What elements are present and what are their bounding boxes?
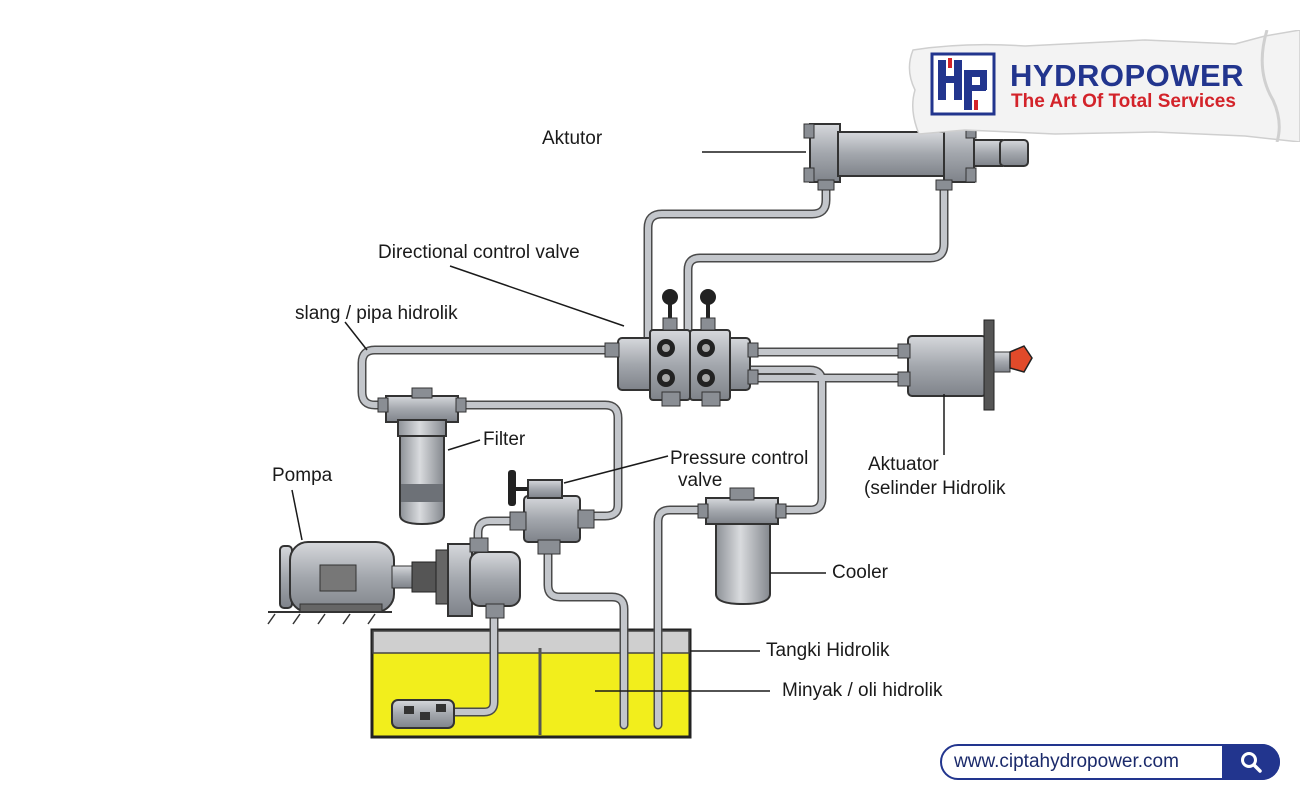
hydropower-logo-icon — [930, 52, 996, 116]
label-pressure-control-valve-1: Pressure control — [670, 448, 809, 469]
cooler — [697, 487, 787, 606]
label-minyak-oli: Minyak / oli hidrolik — [782, 680, 943, 701]
search-button[interactable] — [1222, 744, 1280, 780]
label-pressure-control-valve-2: valve — [678, 470, 723, 491]
search-icon — [1241, 752, 1262, 773]
label-aktutor: Aktutor — [542, 128, 603, 149]
electric-motor — [267, 541, 437, 625]
brand-name: HYDROPOWER — [1010, 58, 1245, 93]
label-aktuator-1: Aktuator — [868, 454, 939, 475]
pressure-control-valve — [508, 470, 595, 555]
directional-control-valve — [604, 289, 759, 407]
label-filter: Filter — [483, 429, 526, 450]
label-tangki-hidrolik: Tangki Hidrolik — [766, 640, 890, 661]
label-slang-pipa: slang / pipa hidrolik — [295, 303, 458, 324]
hydraulic-pump — [435, 537, 521, 619]
leader-lines — [291, 151, 945, 692]
suction-strainer — [391, 699, 455, 729]
label-cooler: Cooler — [832, 562, 888, 583]
label-directional-control-valve: Directional control valve — [378, 242, 580, 263]
hydraulic-motor-actuator — [897, 319, 1033, 411]
label-aktuator-2: (selinder Hidrolik — [864, 478, 1006, 499]
filter — [377, 387, 467, 526]
brand-banner: HYDROPOWER The Art Of Total Services — [905, 30, 1300, 142]
label-pompa: Pompa — [272, 465, 333, 486]
hydraulic-pipes — [357, 180, 949, 730]
website-url-bar[interactable]: www.ciptahydropower.com — [940, 744, 1280, 780]
brand-tagline: The Art Of Total Services — [1011, 91, 1236, 112]
website-url[interactable]: www.ciptahydropower.com — [954, 751, 1179, 772]
